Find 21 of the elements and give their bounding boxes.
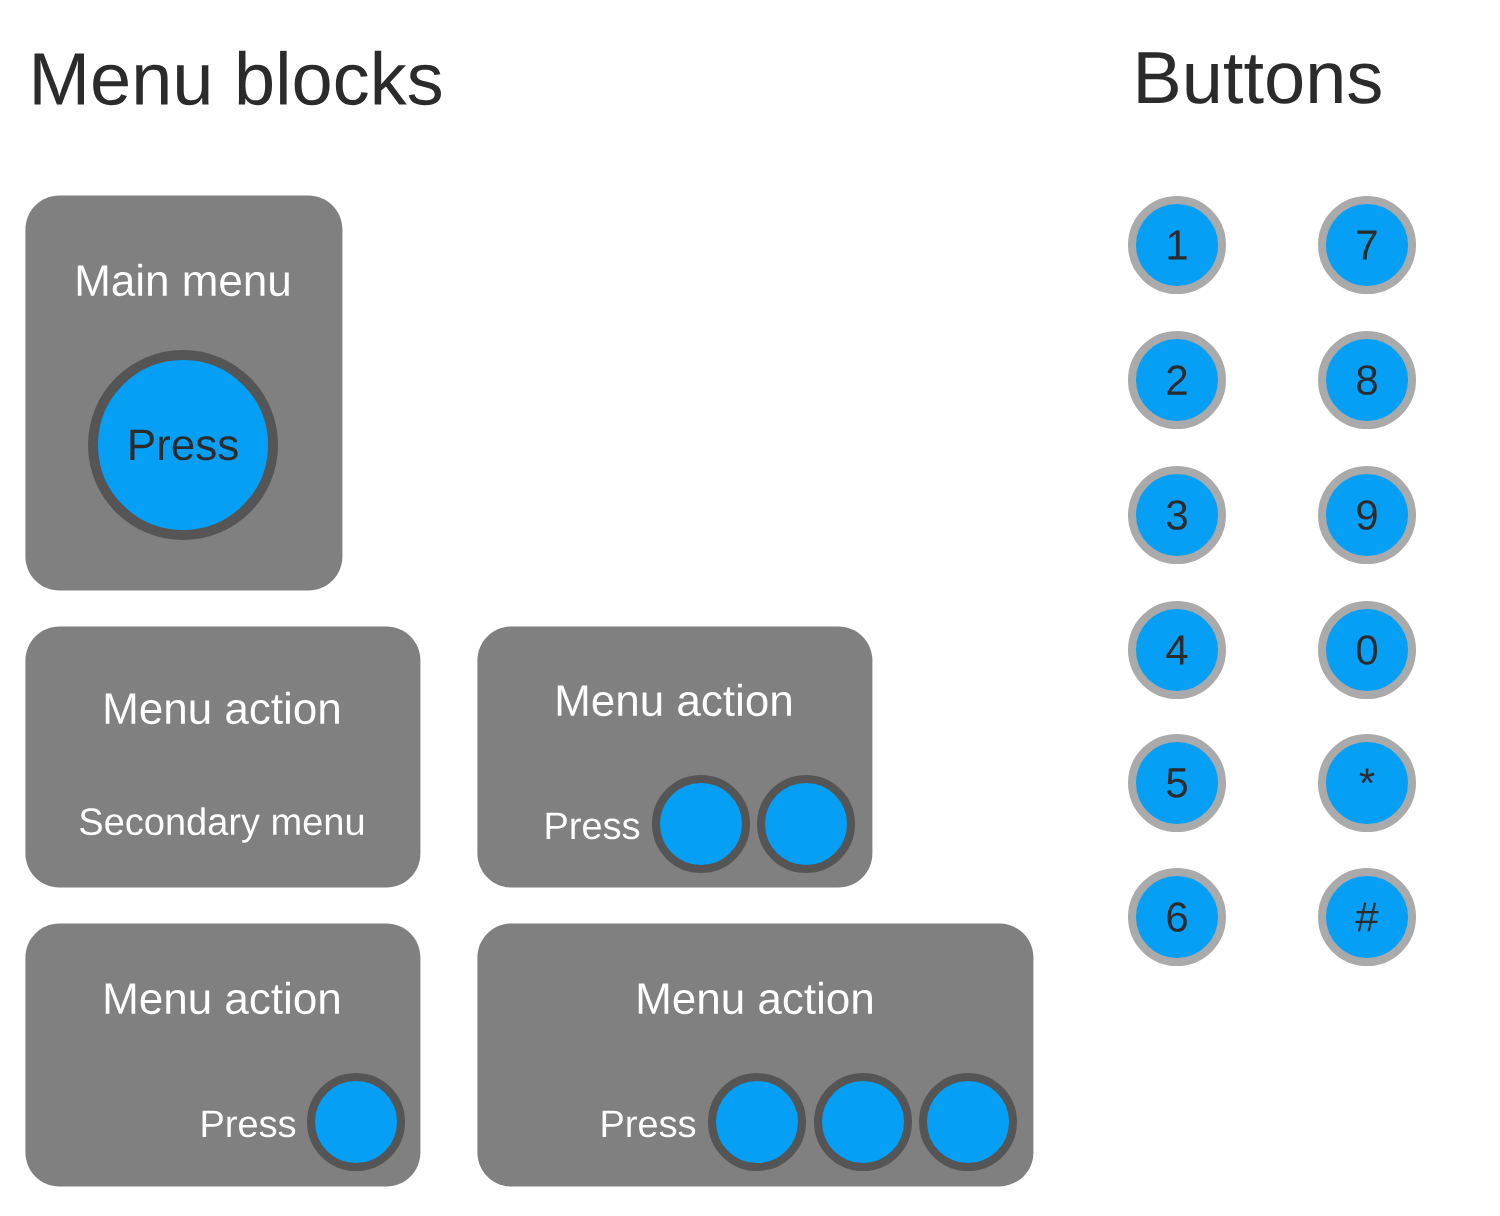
number-button: 4 bbox=[1128, 601, 1226, 699]
number-button: 9 bbox=[1318, 466, 1416, 564]
button-circle bbox=[307, 1073, 405, 1171]
number-button: 5 bbox=[1128, 734, 1226, 832]
button-circle bbox=[814, 1073, 912, 1171]
number-button: 6 bbox=[1128, 868, 1226, 966]
round-button: Press bbox=[88, 350, 278, 540]
number-button: 8 bbox=[1318, 331, 1416, 429]
number-button: 2 bbox=[1128, 331, 1226, 429]
button-circle bbox=[919, 1073, 1017, 1171]
number-button: 0 bbox=[1318, 601, 1416, 699]
number-button: # bbox=[1318, 868, 1416, 966]
menu-block: Menu action Secondary menu bbox=[25, 626, 421, 888]
section-heading: Buttons bbox=[1138, 52, 1381, 104]
section-heading: Menu blocks bbox=[34, 50, 441, 106]
number-button: 3 bbox=[1128, 466, 1226, 564]
button-circle bbox=[708, 1073, 806, 1171]
menu-block: Menu action Press bbox=[25, 923, 421, 1187]
number-button: 1 bbox=[1128, 196, 1226, 294]
number-button: 7 bbox=[1318, 196, 1416, 294]
number-button: * bbox=[1318, 734, 1416, 832]
